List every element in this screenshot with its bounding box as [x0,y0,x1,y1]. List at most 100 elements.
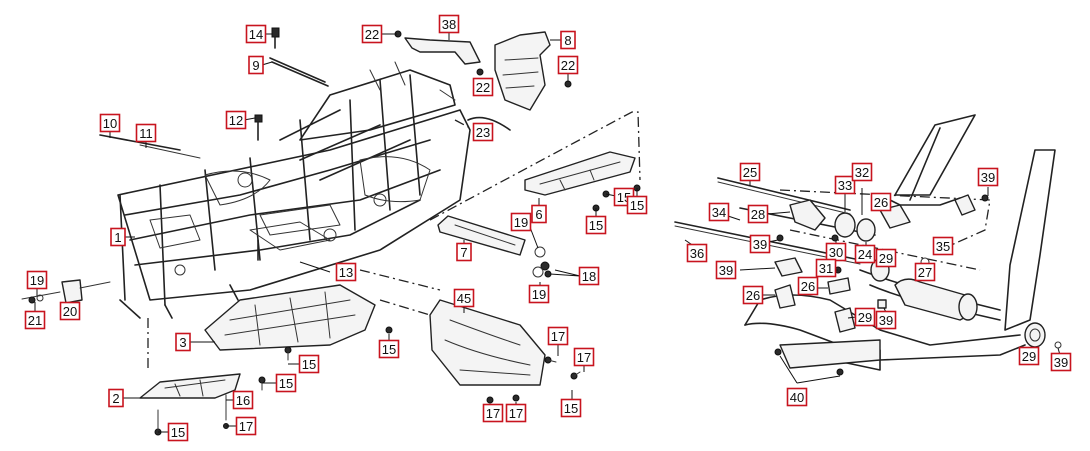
callout-17: 17 [573,347,595,367]
callout-number: 26 [801,279,815,294]
callout-8: 8 [560,30,576,50]
callout-box [472,122,494,142]
callout-number: 29 [879,251,893,266]
callout-number: 15 [382,342,396,357]
callout-box [225,110,247,130]
callout-number: 39 [879,313,893,328]
callout-40: 40 [786,387,808,407]
callout-26: 26 [742,285,764,305]
callout-17: 17 [235,416,257,436]
callout-number: 15 [564,401,578,416]
callout-17: 17 [505,403,527,423]
callout-box [245,24,267,44]
callout-25: 25 [739,162,761,182]
callout-number: 15 [171,425,185,440]
callout-14: 14 [245,24,267,44]
callout-box [749,234,771,254]
callout-number: 21 [28,313,42,328]
callout-box [510,212,532,232]
callout-26: 26 [797,276,819,296]
callout-box [248,55,264,75]
callout-18: 18 [578,266,600,286]
callout-box [1050,352,1072,372]
callout-box [742,285,764,305]
leader-lines [34,30,1061,433]
callout-box [739,162,761,182]
callout-box [99,113,121,133]
callout-box [59,301,81,321]
callout-box [870,192,892,212]
callout-number: 23 [476,125,490,140]
callout-number: 13 [339,265,353,280]
guard-45 [429,299,581,404]
callout-28: 28 [747,204,769,224]
callout-number: 36 [690,246,704,261]
callout-number: 19 [30,273,44,288]
rods-and-bolts [99,27,329,261]
callout-number: 26 [746,288,760,303]
main-frame-drawing [117,61,471,319]
swing-arm-drawing [744,114,1062,371]
callout-9: 9 [248,55,264,75]
callout-number: 26 [874,195,888,210]
callout-number: 17 [239,419,253,434]
callout-21: 21 [24,310,46,330]
callout-box [378,339,400,359]
callout-number: 39 [719,263,733,278]
callout-box [560,30,576,50]
callout-box [26,270,48,290]
callout-box [108,388,124,408]
callout-box [560,398,582,418]
callout-number: 15 [279,376,293,391]
callout-number: 32 [855,165,869,180]
callout-number: 17 [486,406,500,421]
callout-number: 29 [858,310,872,325]
callout-23: 23 [472,122,494,142]
callout-number: 38 [442,17,456,32]
callout-45: 45 [453,288,475,308]
callout-box [110,227,126,247]
callout-number: 17 [577,350,591,365]
callout-box [505,403,527,423]
callout-box [854,307,876,327]
callout-box [914,262,936,282]
callout-15: 15 [585,215,607,235]
callout-number: 30 [829,245,843,260]
callout-number: 20 [63,304,77,319]
callout-number: 14 [249,27,263,42]
callout-box [167,422,189,442]
rear-brackets [394,30,572,131]
callout-number: 39 [981,170,995,185]
callout-13: 13 [335,262,357,282]
callout-number: 40 [790,390,804,405]
callout-number: 16 [236,393,250,408]
callout-number: 39 [1054,355,1068,370]
callout-39: 39 [715,260,737,280]
callout-box [786,387,808,407]
callout-10: 10 [99,113,121,133]
callout-box [232,390,254,410]
callout-29: 29 [875,248,897,268]
callout-box [438,14,460,34]
callout-33: 33 [834,175,856,195]
left-fittings [21,279,111,304]
callout-number: 25 [743,165,757,180]
callout-box [557,55,579,75]
callout-box [573,347,595,367]
callout-number: 8 [564,33,571,48]
callout-number: 17 [551,329,565,344]
callout-2: 2 [108,388,124,408]
callout-box [578,266,600,286]
callout-box [531,204,547,224]
callout-number: 33 [838,178,852,193]
callout-box [335,262,357,282]
callout-15: 15 [298,354,320,374]
callout-number: 17 [509,406,523,421]
callout-box [626,195,648,215]
callout-number: 12 [229,113,243,128]
callout-number: 24 [858,247,872,262]
callout-36: 36 [686,243,708,263]
callout-number: 6 [535,207,542,222]
callout-box [298,354,320,374]
